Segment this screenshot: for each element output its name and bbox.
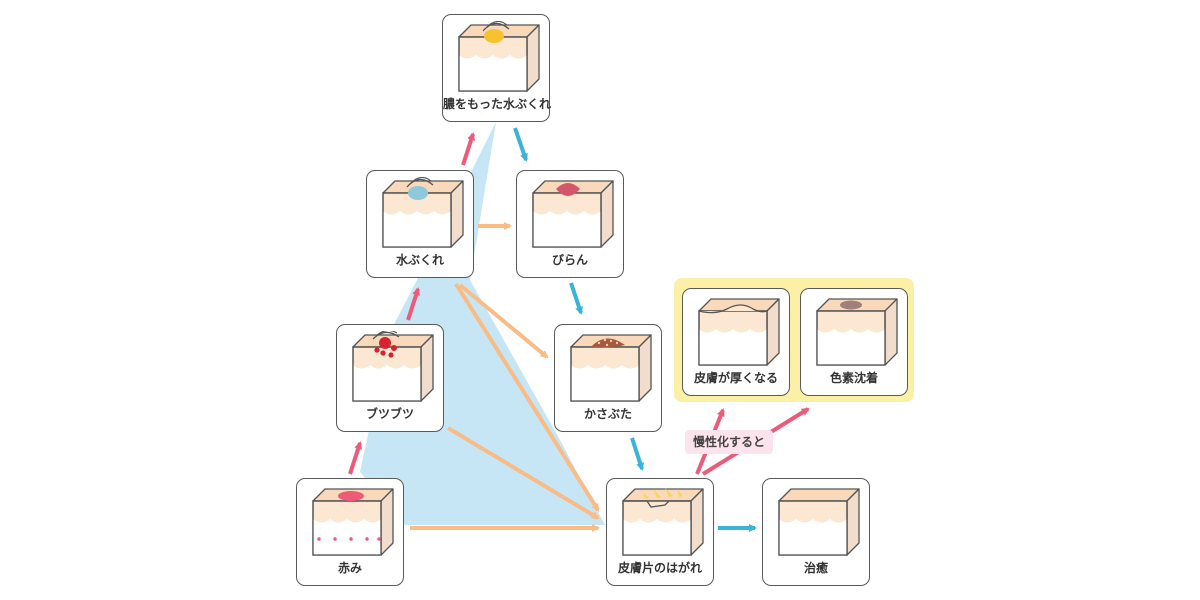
arrow-blister-to-peeling: [454, 282, 600, 512]
node-pus-blister: 膿をもった水ぶくれ: [442, 14, 552, 122]
peeling-icon: [622, 488, 704, 556]
node-label: 皮膚が厚くなる: [693, 371, 778, 385]
node-label: 治癒: [803, 561, 828, 575]
node-bumps: ブツブツ: [336, 324, 444, 432]
bumps-icon: [352, 331, 434, 402]
arrow-blister-to-scab: [458, 283, 549, 359]
node-redness: 赤み: [296, 478, 404, 586]
node-label: 膿をもった水ぶくれ: [443, 97, 552, 111]
node-label: 赤み: [337, 561, 362, 575]
node-label: 皮膚片のはがれ: [617, 561, 702, 575]
chronic-label: 慢性化すると: [685, 430, 774, 454]
node-pigmentation: 色素沈着: [800, 288, 908, 396]
arrow-erosion-to-scab: [569, 282, 583, 315]
node-thickened-skin: 皮膚が厚くなる: [682, 288, 790, 396]
node-erosion: びらん: [516, 170, 624, 278]
pus-blister-icon: [458, 21, 540, 92]
arrow-blister-to-pus: [461, 132, 475, 166]
node-label: 水ぶくれ: [395, 253, 444, 267]
node-label: びらん: [551, 253, 588, 267]
node-label: 色素沈着: [829, 371, 878, 385]
healed-icon: [778, 488, 860, 556]
thickened-skin-icon: [698, 298, 780, 366]
arrow-scab-to-peeling: [630, 437, 644, 471]
arrow-redness-to-bumps: [348, 441, 362, 475]
arrow-pus-to-erosion: [513, 127, 528, 162]
arrow-bumps-to-peeling: [446, 426, 600, 520]
node-blister: 水ぶくれ: [366, 170, 474, 278]
node-label: ブツブツ: [365, 407, 414, 421]
redness-icon: [312, 488, 394, 556]
pigmentation-icon: [816, 298, 898, 366]
node-scab: かさぶた: [554, 324, 662, 432]
arrow-bumps-to-blister: [406, 287, 420, 321]
scab-icon: [570, 334, 652, 402]
erosion-icon: [532, 180, 614, 248]
node-peeling: 皮膚片のはがれ: [606, 478, 714, 586]
blister-icon: [382, 177, 464, 248]
node-label: かさぶた: [583, 407, 632, 421]
node-healed: 治癒: [762, 478, 870, 586]
